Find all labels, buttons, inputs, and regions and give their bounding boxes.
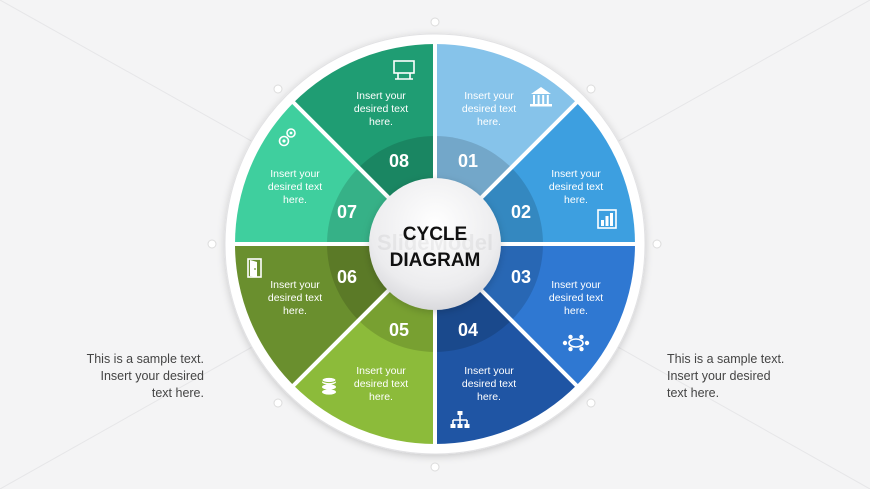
ring-handles [207, 17, 662, 472]
segment-icons [247, 60, 617, 428]
segment-text-line: desired text [354, 103, 408, 115]
bank-icon [530, 87, 552, 107]
segment-text-line: desired text [549, 181, 603, 193]
segment-text-line: Insert your [356, 90, 406, 102]
segment-text-line: desired text [462, 378, 516, 390]
bar-chart-icon [597, 209, 617, 229]
handle-dot [273, 84, 283, 94]
door-icon [247, 258, 262, 278]
handle-dot [273, 398, 283, 408]
watermark: SlideModel [377, 230, 493, 255]
segment-text-line: Insert your [464, 90, 514, 102]
right-note-line: Insert your desired [667, 369, 771, 383]
segment-text-line: here. [369, 116, 393, 128]
left-note-line: Insert your desired [100, 369, 204, 383]
segment-number-02: 02 [511, 202, 531, 222]
segment-text-line: desired text [549, 292, 603, 304]
center-hub [369, 178, 501, 310]
handle-dot [652, 239, 662, 249]
segment-text-line: Insert your [270, 168, 320, 180]
right-note-line: text here. [667, 386, 720, 400]
handle-dot [586, 398, 596, 408]
segment-text-line: Insert your [356, 365, 406, 377]
segment-text-line: Insert your [270, 279, 320, 291]
segment-text-line: here. [477, 391, 501, 403]
left-note-line: This is a sample text. [86, 352, 204, 366]
billboard-icon [393, 60, 415, 80]
segment-number-08: 08 [389, 151, 409, 171]
database-icon [321, 376, 337, 395]
segment-number-06: 06 [337, 267, 357, 287]
segment-text-line: desired text [268, 181, 322, 193]
segment-text-line: Insert your [551, 168, 601, 180]
handle-dot [430, 462, 440, 472]
left-note: This is a sample text. Insert your desir… [34, 351, 204, 402]
segment-text-line: here. [283, 194, 307, 206]
handle-dot [207, 239, 217, 249]
segment-text-line: desired text [268, 292, 322, 304]
center-title-line-1: CYCLE [403, 224, 467, 245]
segment-number-04: 04 [458, 320, 478, 340]
segment-text-line: here. [477, 116, 501, 128]
segment-number-03: 03 [511, 267, 531, 287]
network-icon [450, 411, 470, 428]
handle-dot [586, 84, 596, 94]
segment-text-line: Insert your [464, 365, 514, 377]
segment-number-01: 01 [458, 151, 478, 171]
left-note-line: text here. [151, 386, 204, 400]
segment-text-line: Insert your [551, 279, 601, 291]
segment-text-line: here. [564, 305, 588, 317]
right-note-line: This is a sample text. [667, 352, 785, 366]
segment-text-line: here. [369, 391, 393, 403]
meeting-icon [562, 334, 590, 352]
center-title-line-2: DIAGRAM [390, 250, 481, 271]
handle-dot [430, 17, 440, 27]
segment-text-line: here. [283, 305, 307, 317]
segment-text-line: desired text [354, 378, 408, 390]
segment-text-line: here. [564, 194, 588, 206]
segment-numbers: 01 02 03 04 05 06 07 08 [337, 151, 531, 340]
segment-number-07: 07 [337, 202, 357, 222]
right-note: This is a sample text. Insert your desir… [667, 351, 837, 402]
gears-icon [278, 128, 296, 147]
segment-number-05: 05 [389, 320, 409, 340]
segment-text-line: desired text [462, 103, 516, 115]
